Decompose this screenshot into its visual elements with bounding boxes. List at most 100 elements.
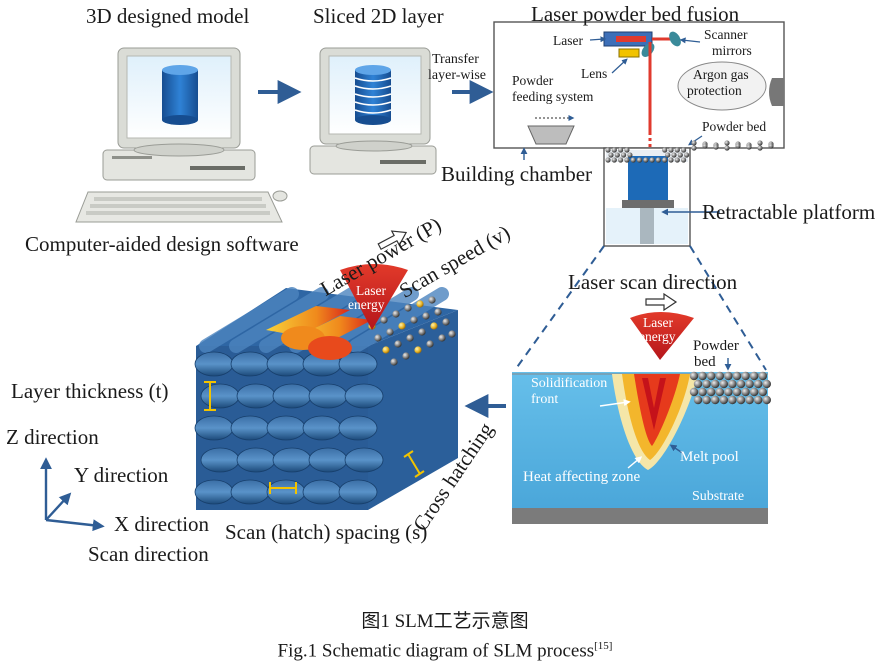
powder-particle (715, 387, 724, 397)
zoom-line-right (689, 245, 767, 371)
arrow-right-icon (645, 292, 678, 312)
scan-track (230, 351, 270, 377)
powder-particle (732, 387, 742, 397)
powder-particle (624, 157, 630, 163)
powder-particle (724, 371, 733, 381)
scan-track (338, 415, 378, 441)
scan-track (200, 383, 240, 409)
scan-track (194, 415, 234, 441)
powder-particle (434, 308, 442, 316)
powder-particle (724, 387, 733, 397)
label-protection: protection (687, 83, 742, 98)
label-cad-software: Computer-aided design software (25, 232, 299, 256)
powder-particle (374, 334, 382, 342)
top-scan-tracks (266, 306, 372, 360)
scan-track (338, 479, 378, 505)
label-building-chamber: Building chamber (441, 162, 593, 186)
powder-particle (728, 395, 737, 405)
powder-particle (736, 395, 746, 405)
scan-track (266, 415, 306, 441)
label-z-direction: Z direction (6, 425, 99, 449)
powder-particle (410, 316, 418, 324)
powder-particle (719, 395, 728, 405)
powder-particle (762, 395, 771, 405)
powder-particle (662, 147, 668, 153)
powder-particle (745, 379, 754, 389)
label-laser: Laser (553, 33, 583, 48)
scan-track (236, 383, 276, 409)
powder-particle (438, 334, 446, 342)
powder-particle (762, 379, 771, 389)
powder-particle (442, 318, 450, 326)
top-track (199, 287, 299, 353)
powder-particle (448, 330, 456, 338)
powder-particle (707, 387, 716, 397)
powder-particle (719, 379, 728, 389)
powder-particle (422, 312, 430, 320)
scan-track (194, 351, 234, 377)
cylinder-model (162, 65, 198, 125)
powder-particle (758, 387, 767, 397)
label-powder-feeding-1: Powder (512, 73, 554, 88)
powder-particle (750, 371, 759, 381)
scan-track (230, 479, 270, 505)
powder-particle (665, 152, 671, 158)
caption-en-text: Fig.1 Schematic diagram of SLM process (277, 640, 595, 662)
label-scan-direction: Scan direction (88, 542, 209, 566)
scan-track (308, 447, 348, 473)
powder-particle (693, 379, 703, 389)
powder-particle (724, 145, 730, 151)
label-transfer: Transfer (432, 52, 479, 67)
scan-track (308, 383, 348, 409)
scan-track (230, 415, 270, 441)
powder-particle (677, 152, 683, 158)
powder-particle (715, 371, 724, 381)
powder-particle (398, 322, 406, 330)
powder-particle (614, 152, 620, 158)
label-x-direction: X direction (114, 512, 210, 536)
label-y-direction: Y direction (74, 463, 169, 487)
scan-track (200, 447, 240, 473)
scan-track (194, 479, 234, 505)
label-laser-energy-1: Laser (356, 283, 386, 298)
powder-particle (655, 157, 662, 163)
label-layer-thickness: Layer thickness (t) (11, 379, 169, 403)
powder-particle (691, 140, 697, 146)
powder-particle (404, 304, 412, 312)
powder-particle (618, 157, 624, 163)
label-lpbf: Laser powder bed fusion (531, 2, 740, 26)
powder-particle (386, 328, 394, 336)
powder-particle (402, 352, 410, 360)
powder-particle (662, 157, 668, 163)
powder-particle (711, 395, 720, 405)
powder-particle (406, 334, 414, 342)
scan-track (266, 479, 306, 505)
powder-particle (649, 157, 655, 163)
powder-particle (758, 371, 767, 381)
powder-particle (668, 147, 674, 153)
label-lens: Lens (581, 66, 608, 81)
powder-particle (702, 395, 711, 405)
label-argon: Argon gas (693, 67, 749, 82)
label-retractable-platform: Retractable platform (702, 200, 876, 224)
powder-particle (691, 145, 697, 151)
powder-particle (741, 387, 750, 397)
building-chamber (603, 147, 720, 247)
laser-cone-icon (340, 264, 408, 330)
powder-particle (681, 157, 687, 163)
powder-particle (707, 371, 716, 381)
powder-particle (621, 152, 627, 158)
top-track (349, 287, 449, 353)
label-solidification-1: Solidification (531, 376, 608, 391)
scan-track (338, 351, 378, 377)
powder-particle (605, 147, 611, 153)
melt-pool-section (512, 358, 768, 524)
powder-particle (668, 157, 674, 163)
label-pool-laser-1: Laser (643, 315, 673, 330)
label-laser-energy-2: energy (348, 297, 385, 312)
scan-track (266, 351, 306, 377)
top-track (229, 287, 329, 353)
label-solidification-2: front (531, 392, 559, 407)
label-melt-pool: Melt pool (680, 449, 739, 465)
powder-particle (418, 328, 426, 336)
